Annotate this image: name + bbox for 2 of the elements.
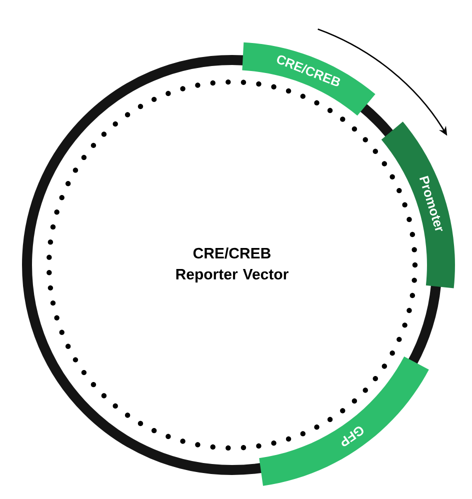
feature-band: GFP (259, 356, 429, 486)
vector-title: CRE/CREB Reporter Vector (176, 248, 288, 282)
